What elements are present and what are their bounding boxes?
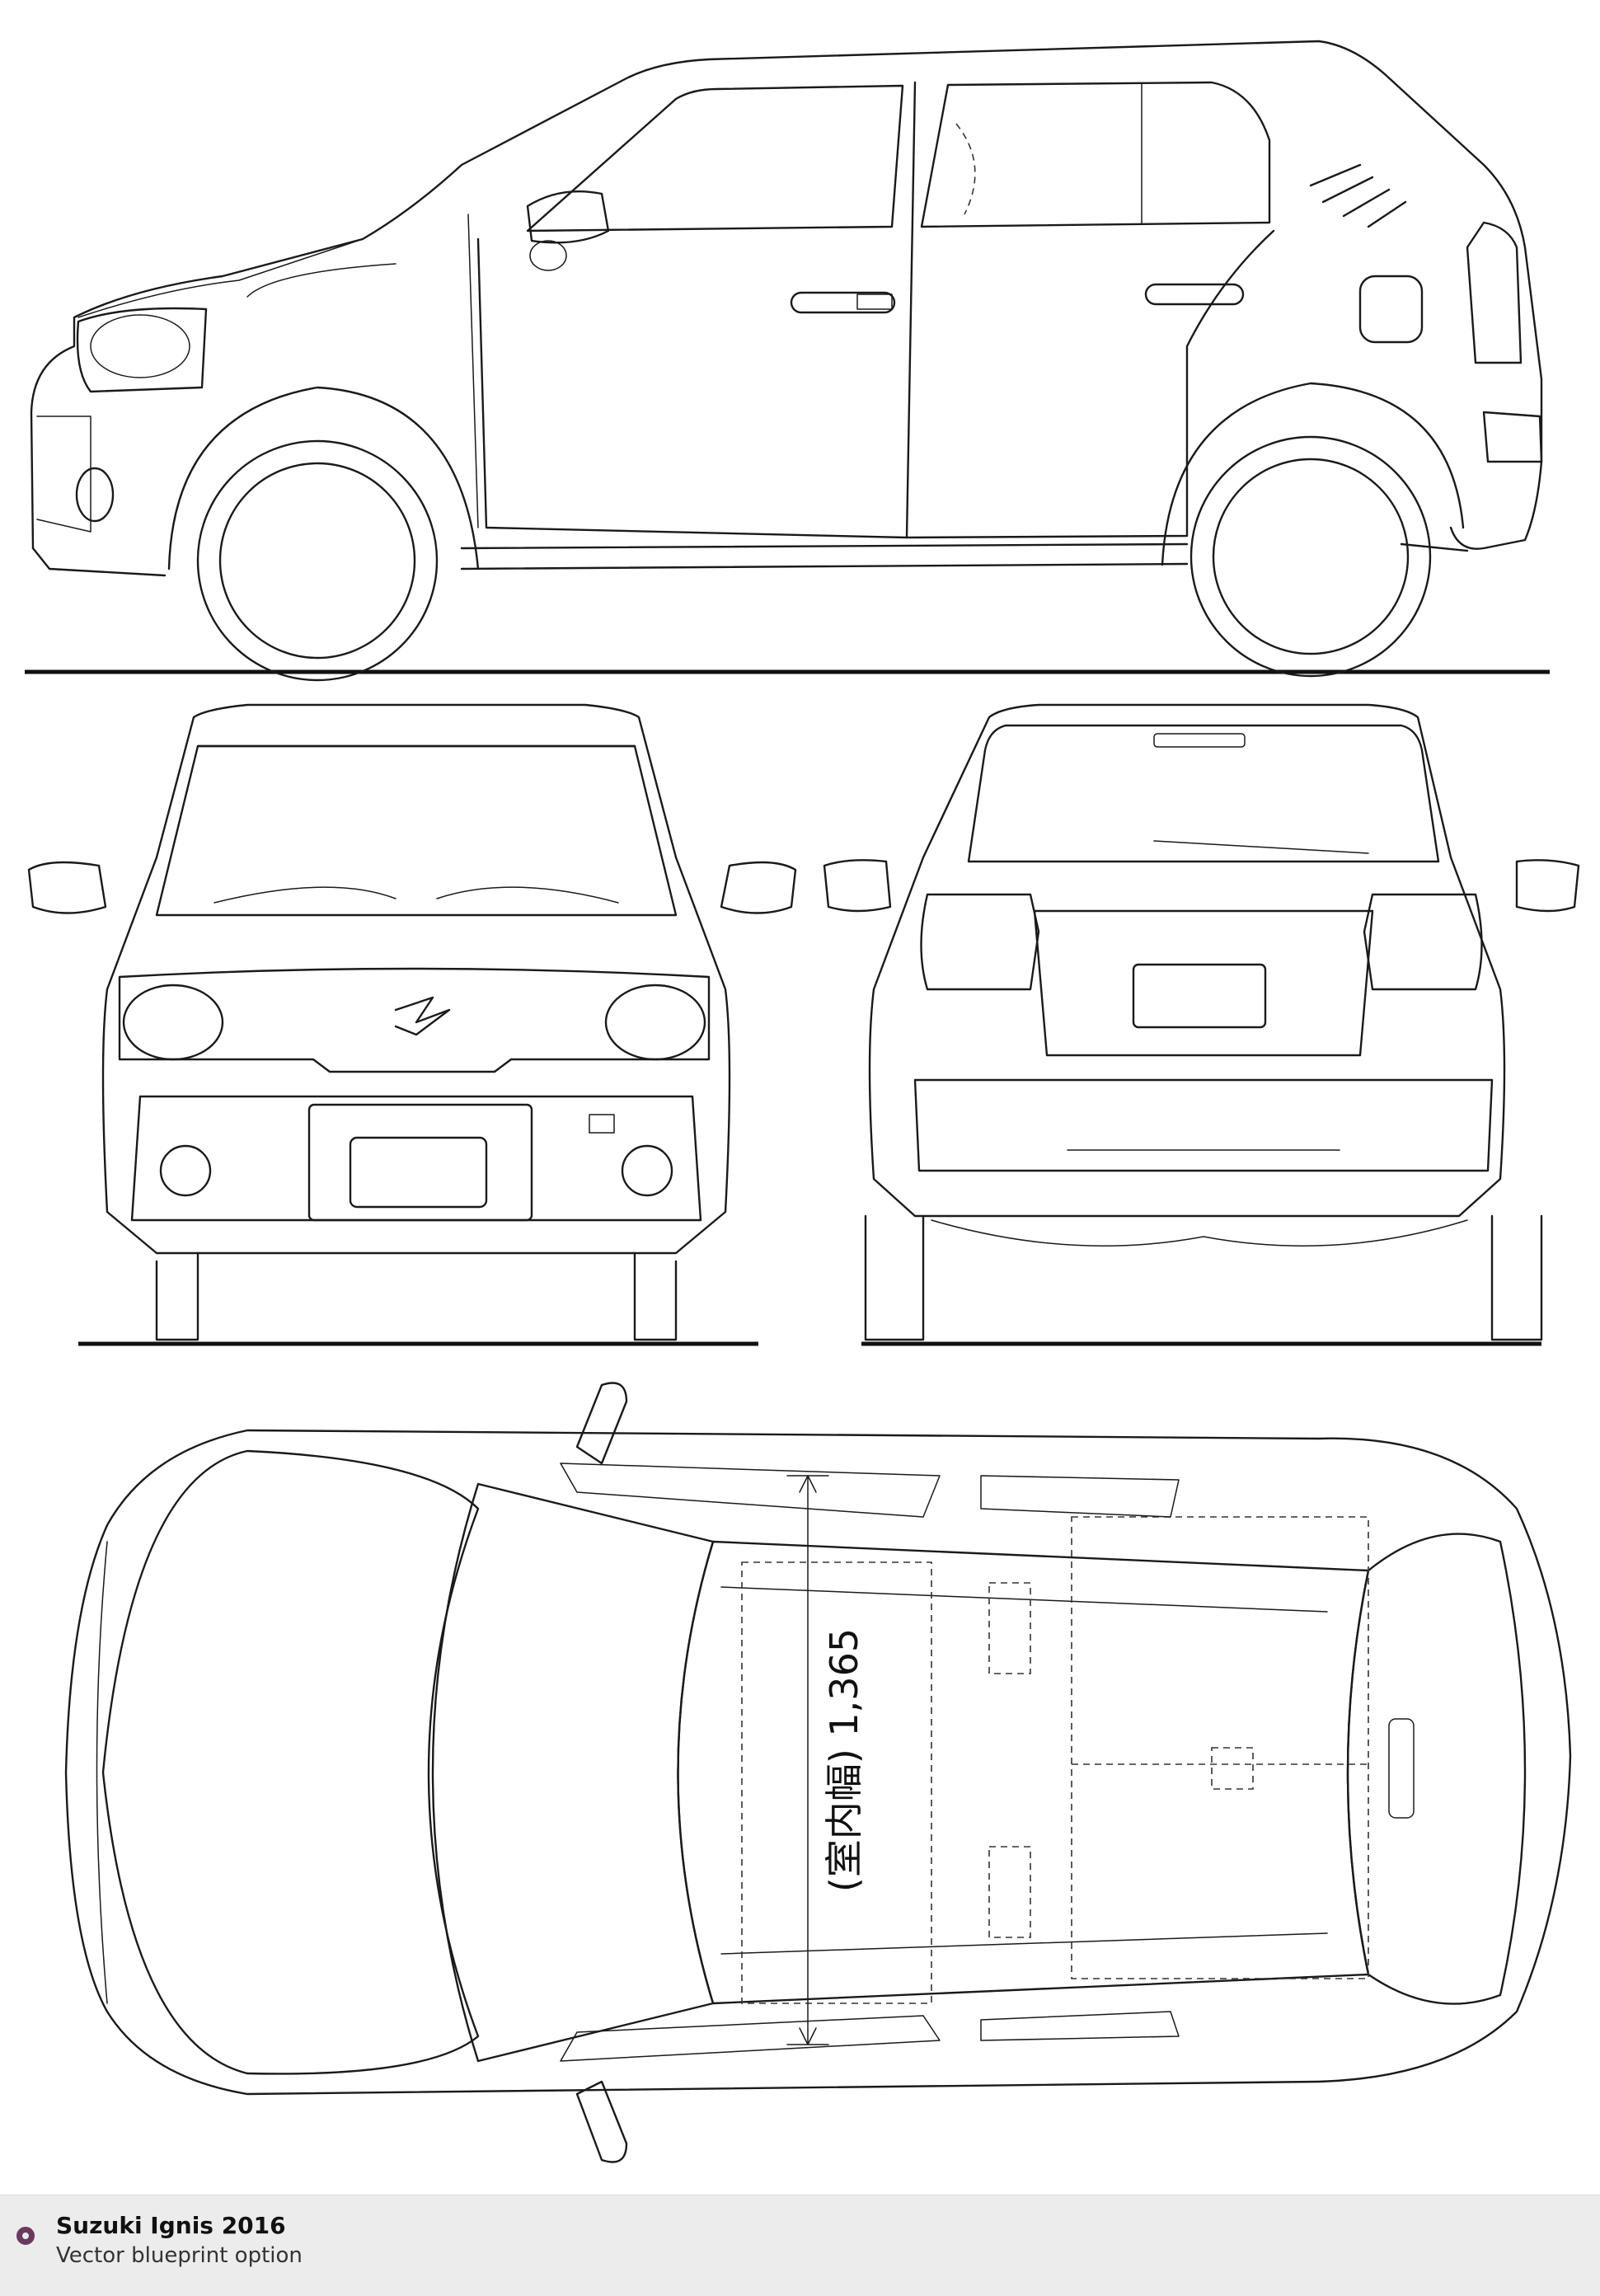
- side-doors: [467, 81, 1275, 539]
- front-mirrors: [27, 861, 797, 914]
- top-hood: [101, 1449, 480, 2075]
- caption-bar: Suzuki Ignis 2016 Vector blueprint optio…: [0, 2195, 1600, 2296]
- caption-subtitle: Vector blueprint option: [56, 2243, 303, 2268]
- interior-width-dimension: (室内幅) 1,365: [786, 1475, 866, 2045]
- top-roof: [677, 1540, 1370, 2005]
- rear-taillights-tailgate: [920, 893, 1483, 1057]
- side-mirror: [526, 190, 610, 271]
- side-body-outline: [30, 40, 1543, 577]
- front-view: [27, 703, 797, 1346]
- top-side-windows: [560, 1463, 1180, 2062]
- rear-view: [823, 703, 1580, 1346]
- caption-title: Suzuki Ignis 2016: [56, 2212, 286, 2239]
- top-rear-window: [1346, 1533, 1527, 2005]
- front-bumper: [130, 1095, 702, 1222]
- top-seat-outlines: [741, 1516, 1369, 2004]
- side-front-wheel: [167, 386, 480, 682]
- top-windshield: [431, 1482, 715, 2063]
- bullet-icon: [16, 2227, 35, 2245]
- rear-mirrors: [823, 859, 1580, 913]
- dimension-label: (室内幅) 1,365: [822, 1628, 866, 1892]
- side-view: [25, 40, 1550, 682]
- side-rear-details: [1309, 163, 1543, 463]
- side-door-handles: [790, 283, 1245, 314]
- side-rear-wheel: [1161, 382, 1465, 678]
- top-mirrors: [575, 1382, 628, 2163]
- rear-body-outline: [864, 703, 1543, 1341]
- rear-window: [967, 724, 1440, 863]
- front-windshield: [155, 744, 678, 917]
- rear-bumper: [913, 1078, 1494, 1172]
- side-windows: [526, 81, 1271, 232]
- side-headlight: [36, 307, 208, 533]
- front-grille-headlights: [118, 967, 711, 1073]
- top-view: (室内幅) 1,365: [64, 1382, 1572, 2163]
- top-body-outline: [64, 1429, 1572, 2096]
